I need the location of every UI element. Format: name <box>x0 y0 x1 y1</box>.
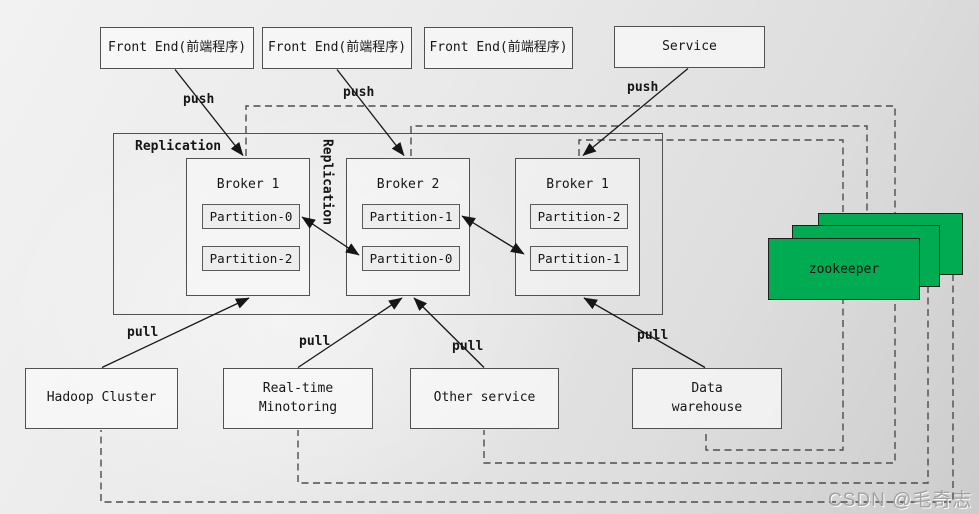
push-label-2: push <box>343 85 375 100</box>
hadoop-cluster-box: Hadoop Cluster <box>25 368 178 429</box>
zookeeper-label: zookeeper <box>808 261 880 277</box>
service-label: Service <box>662 38 717 54</box>
realtime-monitoring-label-line2: Minotoring <box>258 399 338 415</box>
pull-label-1: pull <box>127 325 159 340</box>
push-label-3: push <box>627 80 659 95</box>
front-end-label-1: Front End(前端程序) <box>107 39 247 55</box>
hadoop-cluster-label: Hadoop Cluster <box>46 390 157 406</box>
partition-box-2-0: Partition-0 <box>362 246 460 271</box>
pull-label-4: pull <box>637 328 669 343</box>
front-end-box-3: Front End(前端程序) <box>424 27 573 69</box>
data-warehouse-label-line2: warehouse <box>671 399 743 415</box>
partition-box-1-2: Partition-2 <box>202 246 300 271</box>
realtime-monitoring-label-line1: Real-time <box>262 380 334 396</box>
partition-label: Partition-1 <box>537 251 621 266</box>
watermark: CSDN @毛奇志 <box>828 490 973 511</box>
partition-box-1-0: Partition-0 <box>202 204 300 229</box>
pull-label-2: pull <box>299 334 331 349</box>
partition-label: Partition-2 <box>537 209 621 224</box>
front-end-box-1: Front End(前端程序) <box>100 27 254 69</box>
partition-label: Partition-1 <box>369 209 453 224</box>
partition-box-3-2: Partition-2 <box>530 204 628 229</box>
realtime-monitoring-box: Real-time Minotoring <box>223 368 373 429</box>
partition-label: Partition-0 <box>209 209 293 224</box>
broker-title-2: Broker 2 <box>376 177 440 192</box>
broker-title-3: Broker 1 <box>546 177 609 192</box>
broker-title-1: Broker 1 <box>216 177 280 192</box>
front-end-box-2: Front End(前端程序) <box>262 27 412 69</box>
dashed-link-zookeeper-realtime-monitoring <box>297 286 929 484</box>
other-service-box: Other service <box>410 368 559 429</box>
push-label-1: push <box>183 92 215 107</box>
partition-label: Partition-2 <box>209 251 293 266</box>
pull-label-3: pull <box>452 339 484 354</box>
other-service-label: Other service <box>433 390 536 406</box>
partition-box-3-1: Partition-1 <box>530 246 628 271</box>
service-box: Service <box>614 26 765 68</box>
data-warehouse-box: Data warehouse <box>632 368 782 429</box>
partition-box-2-1: Partition-1 <box>362 204 460 229</box>
front-end-label-2: Front End(前端程序) <box>267 39 407 55</box>
data-warehouse-label-line1: Data <box>691 380 723 396</box>
replication-vertical-label: Replication <box>319 138 335 226</box>
zookeeper-box-front: zookeeper <box>768 238 920 300</box>
front-end-label-3: Front End(前端程序) <box>429 39 568 55</box>
partition-label: Partition-0 <box>369 251 453 266</box>
replication-label: Replication <box>135 139 222 154</box>
